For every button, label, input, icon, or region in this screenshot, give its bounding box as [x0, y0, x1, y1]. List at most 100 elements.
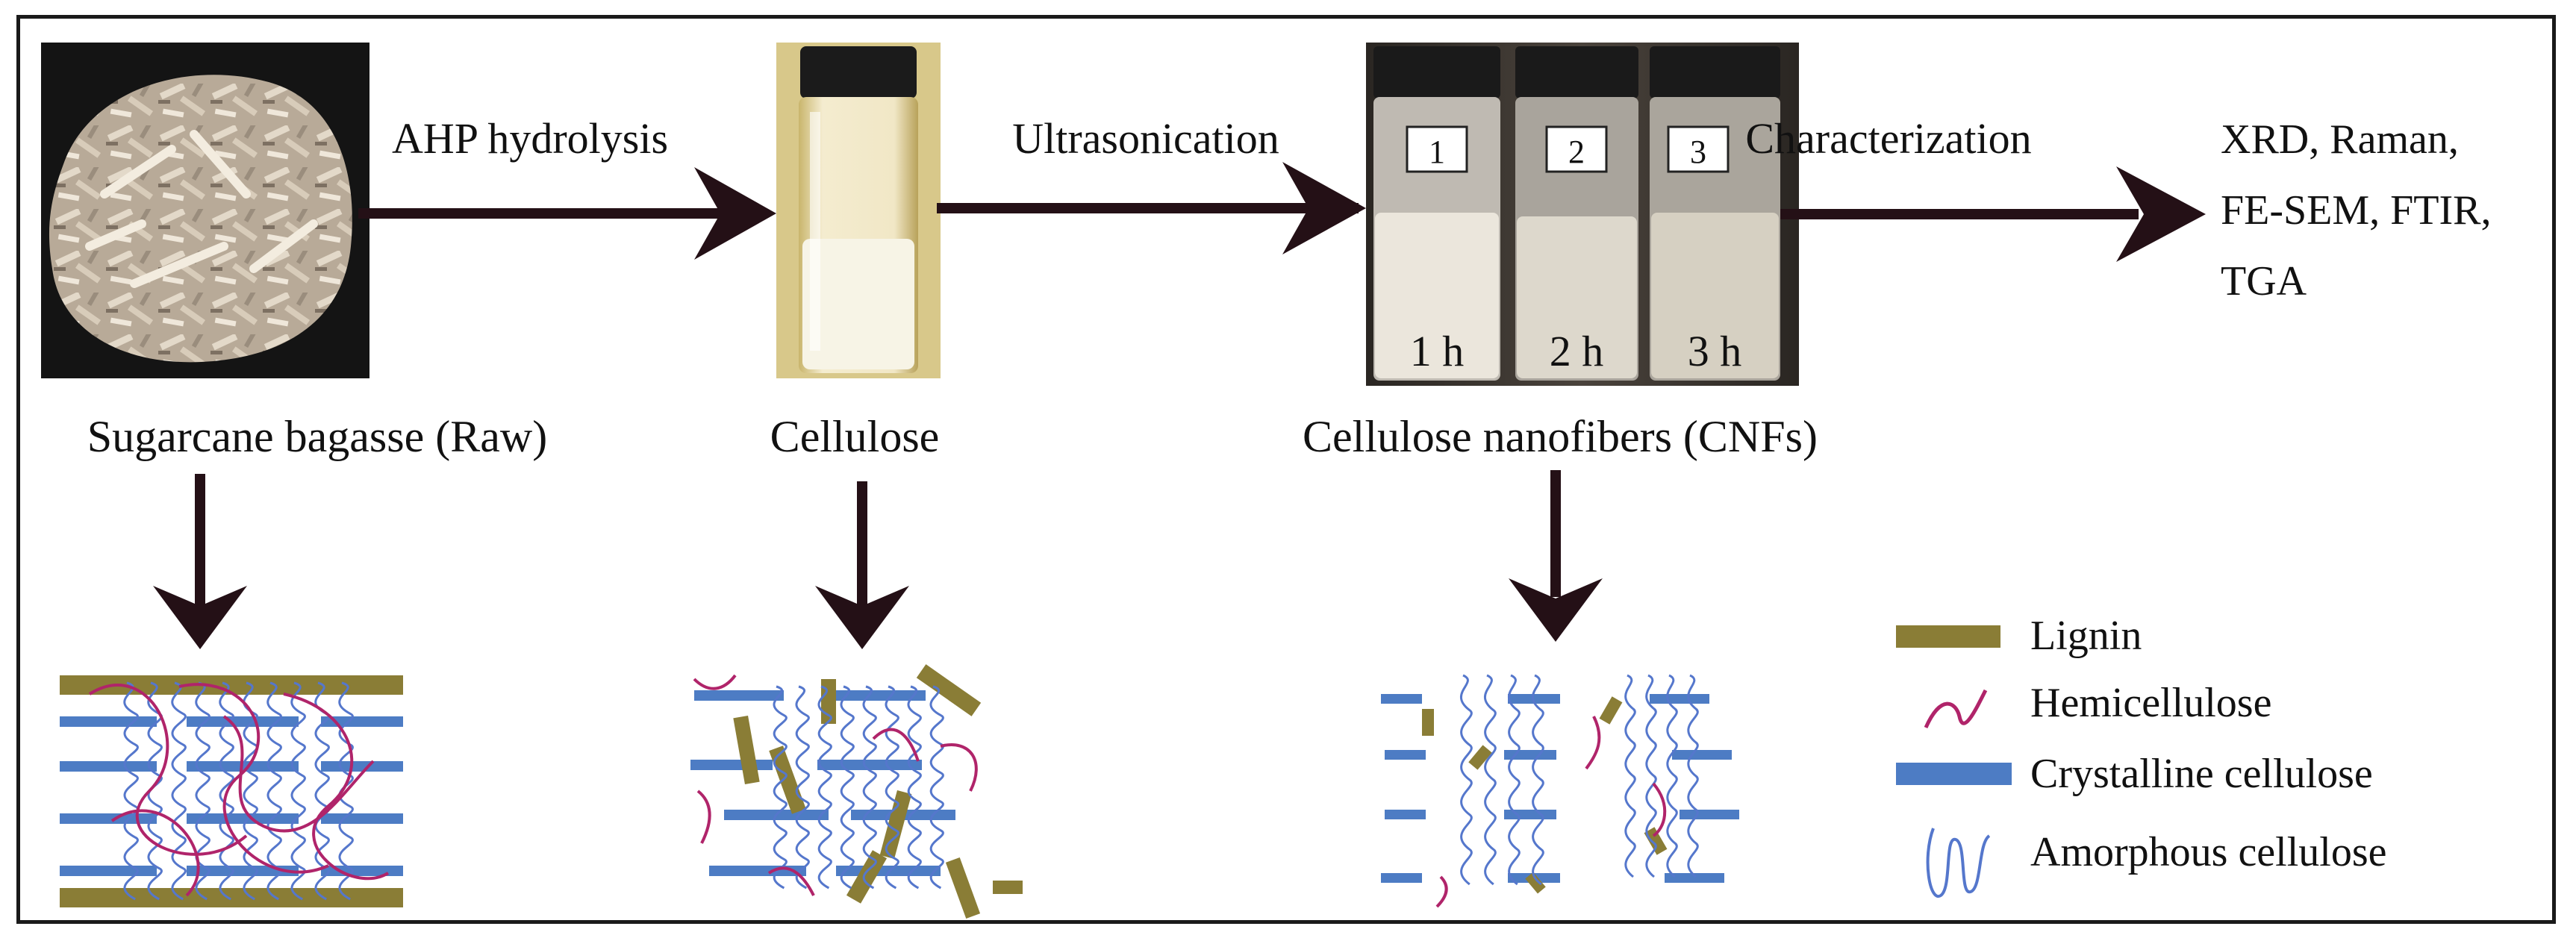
arrow-ultrasonication — [937, 162, 1366, 254]
cellulose-jar-photo — [776, 43, 941, 378]
lignin-fragment — [1644, 827, 1668, 855]
process-arrows — [153, 162, 2206, 649]
crystalline-bar — [187, 716, 299, 727]
lignin-fragment — [993, 881, 1023, 894]
amorphous-coil — [1459, 674, 1473, 886]
crystalline-swatch — [1896, 763, 2012, 785]
amorphous-coil — [266, 681, 282, 901]
crystalline-bar — [60, 866, 157, 876]
arrow-down-raw — [153, 474, 247, 649]
figure-frame — [16, 15, 2556, 924]
hemicellulose-chain — [696, 790, 711, 844]
technique-line-2: FE-SEM, FTIR, — [2221, 187, 2492, 234]
legend-item-amorphous: Amorphous cellulose — [1926, 828, 2386, 898]
schematic-cellulose — [690, 664, 1023, 919]
crystalline-bar — [694, 690, 784, 701]
crystalline-bar — [187, 866, 299, 876]
process-label-ultrasonication: Ultrasonication — [1012, 114, 1279, 163]
legend-item-hemicellulose: Hemicellulose — [1924, 680, 2271, 729]
crystalline-bar — [1381, 694, 1422, 704]
lignin-fragment — [769, 745, 806, 814]
vial-1 — [1373, 46, 1500, 381]
hemicellulose-chain — [110, 809, 200, 897]
hemicellulose-chain — [283, 693, 390, 881]
amorphous-coil — [171, 681, 187, 901]
crystalline-bar — [1381, 873, 1422, 883]
schematic-raw-bagasse — [60, 675, 403, 907]
amorphous-coil — [773, 685, 788, 890]
amorphous-coil — [862, 685, 877, 890]
legend-label-crystalline: Crystalline cellulose — [2030, 751, 2373, 797]
hemicellulose-chain — [767, 866, 815, 896]
amorphous-coil — [1666, 674, 1678, 878]
hemicellulose-swatch — [1924, 689, 1988, 729]
stage-label-raw: Sugarcane bagasse (Raw) — [87, 412, 547, 461]
crystalline-bar — [1665, 873, 1724, 883]
amorphous-coil — [840, 685, 855, 890]
hemicellulose-chain — [1585, 716, 1601, 770]
amorphous-coil — [290, 681, 306, 901]
crystalline-bar — [321, 716, 403, 727]
amorphous-coil — [1531, 674, 1544, 886]
lignin-bar — [60, 888, 403, 907]
amorphous-swatch — [1926, 828, 1991, 898]
vial-3-cap-label: 3 — [1690, 134, 1706, 170]
vial-2 — [1515, 46, 1638, 381]
vial-2-cap-label: 2 — [1568, 134, 1585, 170]
vial-3-time: 3 h — [1688, 327, 1742, 375]
technique-line-1: XRD, Raman, — [2221, 116, 2459, 163]
schematic-cnf — [1381, 674, 1739, 908]
amorphous-coil — [1645, 674, 1657, 878]
stage-label-cnf: Cellulose nanofibers (CNFs) — [1303, 412, 1818, 461]
vial-1-cap-label: 1 — [1429, 134, 1445, 170]
amorphous-coil — [1624, 674, 1636, 878]
amorphous-coil — [929, 685, 944, 890]
lignin-fragment — [1422, 709, 1434, 736]
crystalline-bar — [817, 760, 922, 770]
technique-line-3: TGA — [2221, 258, 2307, 304]
hemicellulose-chain — [88, 684, 248, 856]
amorphous-coil — [243, 681, 258, 901]
hemicellulose-chain — [940, 743, 978, 792]
vial-1-time: 1 h — [1410, 327, 1465, 375]
lignin-fragment — [1468, 745, 1492, 770]
crystalline-bar — [321, 761, 403, 772]
lignin-fragment — [1599, 696, 1623, 725]
process-label-characterization: Characterization — [1745, 114, 2031, 163]
amorphous-coil — [817, 685, 832, 890]
legend: Lignin Hemicellulose Crystalline cellulo… — [1896, 613, 2386, 898]
amorphous-coil — [795, 685, 810, 890]
legend-item-lignin: Lignin — [1896, 613, 2142, 659]
crystalline-bar — [1650, 694, 1709, 704]
lignin-fragment — [879, 790, 912, 860]
arrow-down-cnf — [1509, 470, 1603, 642]
crystalline-bar — [60, 761, 157, 772]
lignin-fragment — [945, 857, 981, 919]
hemicellulose-chain — [222, 715, 375, 833]
hemicellulose-chain — [1652, 782, 1667, 837]
vial-3 — [1650, 46, 1780, 381]
arrow-characterization — [1780, 166, 2206, 262]
lignin-fragment — [916, 664, 982, 716]
legend-label-lignin: Lignin — [2030, 613, 2142, 659]
crystalline-bar — [60, 813, 157, 824]
lignin-fragment — [1525, 872, 1546, 894]
crystalline-bar — [60, 716, 157, 727]
hemicellulose-chain — [1435, 875, 1448, 908]
process-label-ahp: AHP hydrolysis — [392, 114, 668, 163]
arrow-down-cellulose — [815, 481, 909, 649]
hemicellulose-chain — [693, 674, 737, 690]
arrow-ahp — [358, 167, 776, 260]
lignin-fragment — [733, 715, 760, 785]
stage-label-cellulose: Cellulose — [770, 412, 940, 461]
crystalline-bar — [1385, 750, 1426, 760]
cnf-vials-photo: 1 2 3 1 h 2 h 3 h — [1366, 43, 1799, 386]
amorphous-coil — [907, 685, 922, 890]
legend-item-crystalline: Crystalline cellulose — [1896, 751, 2373, 797]
amorphous-coil — [123, 681, 139, 901]
crystalline-bar — [1385, 810, 1426, 819]
lignin-fragment — [846, 850, 888, 904]
crystalline-bar — [321, 813, 403, 824]
hemicellulose-chain — [178, 683, 329, 874]
